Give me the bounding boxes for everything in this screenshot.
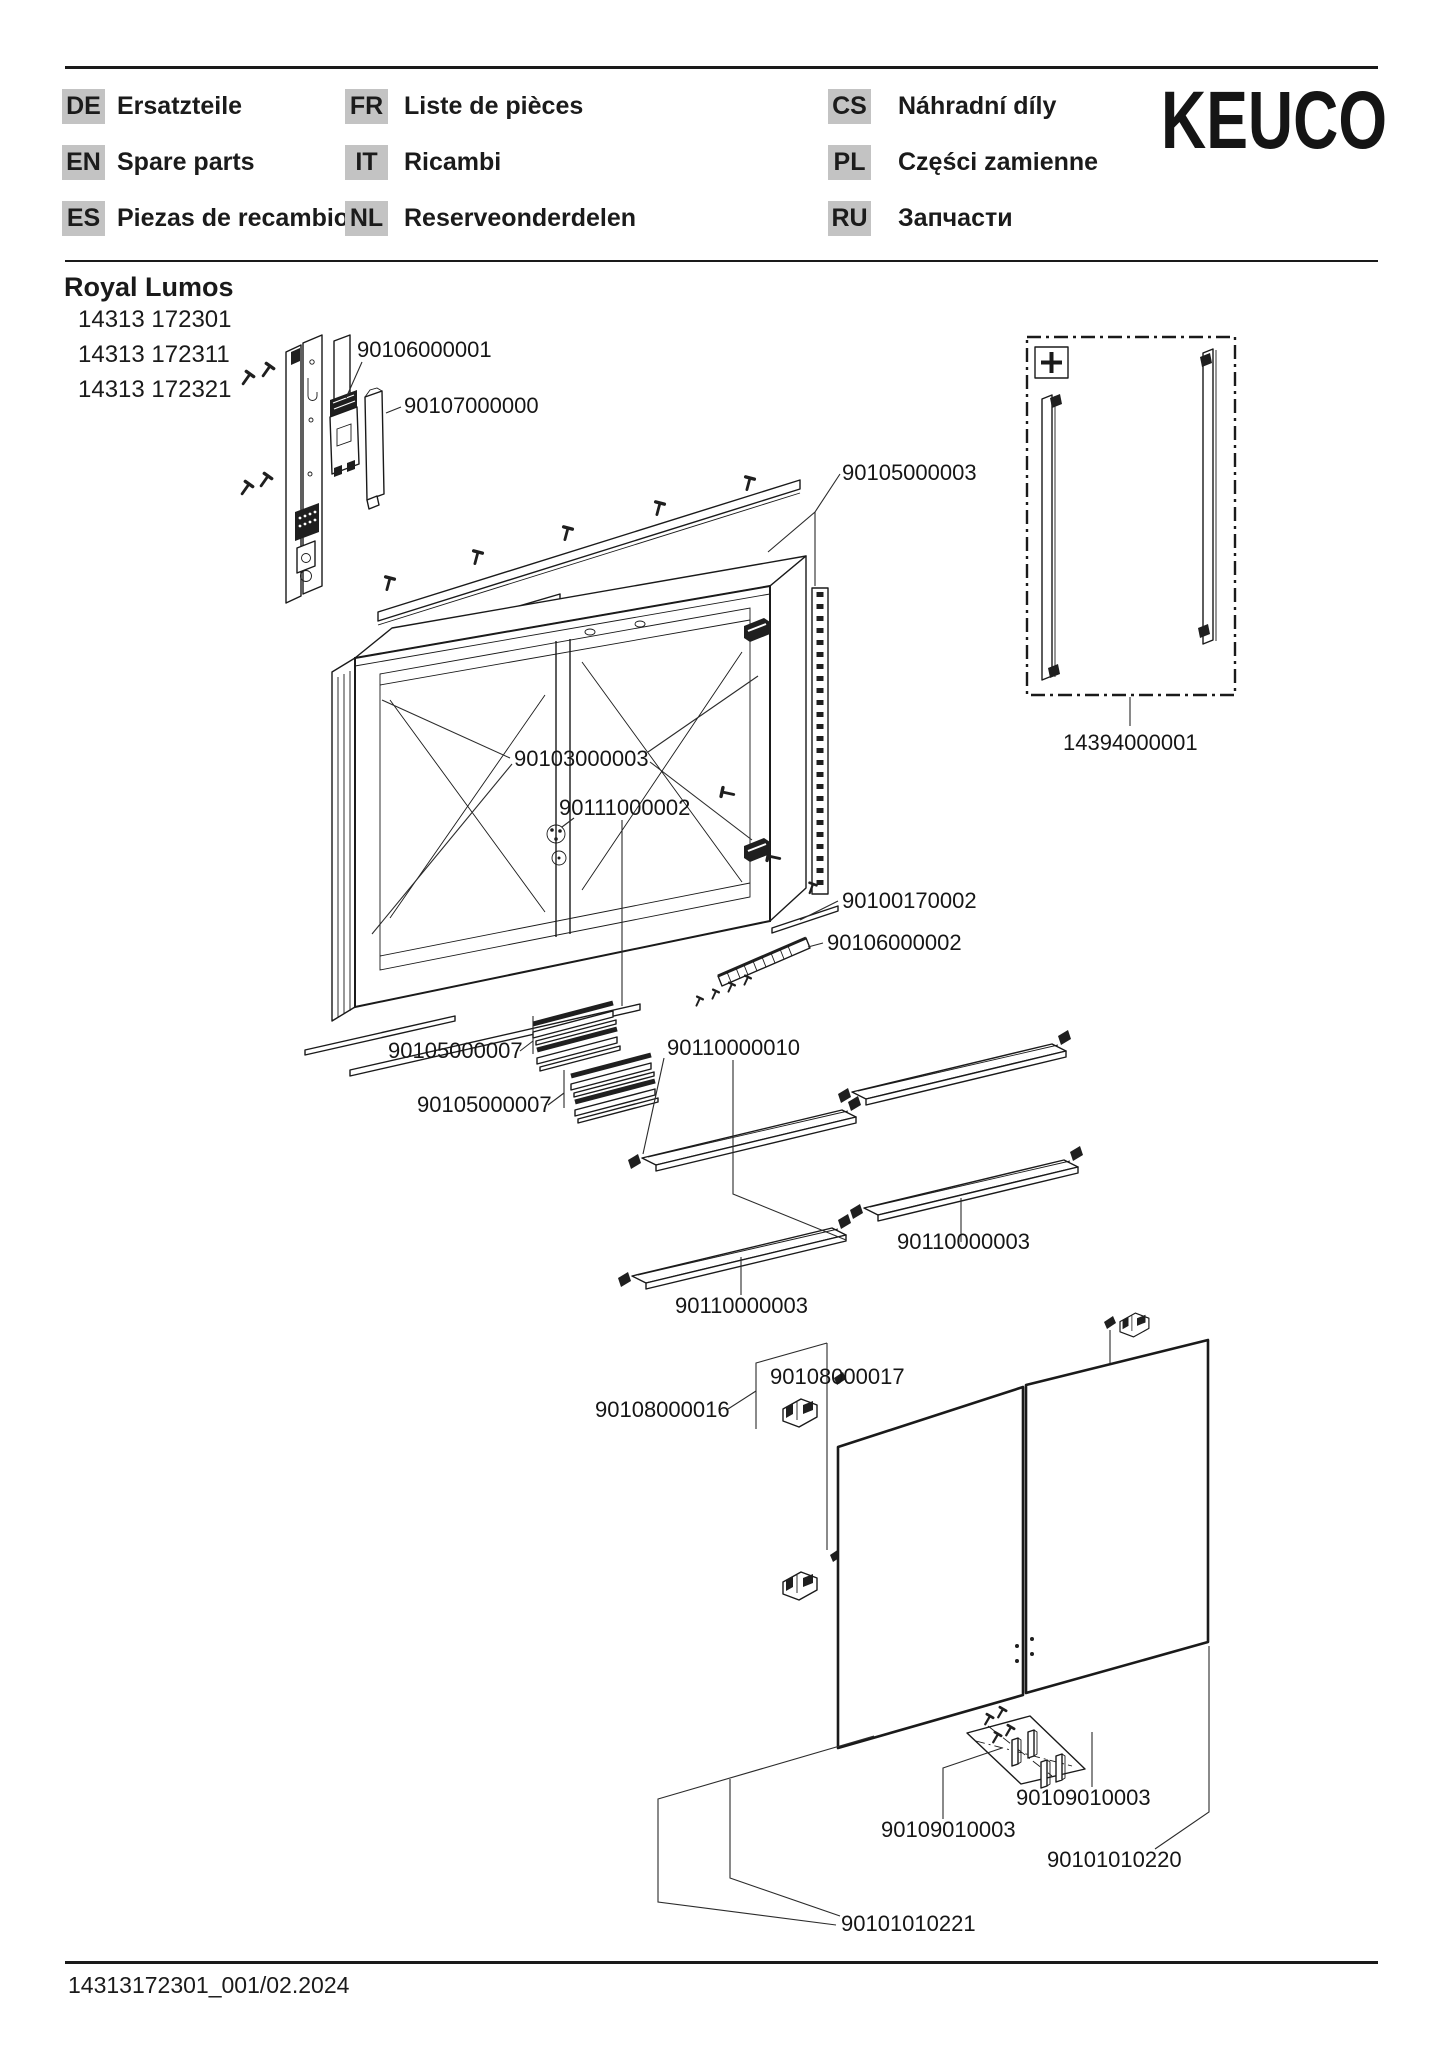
screw-icon [740, 475, 757, 493]
part-label-90109010003-b: 90109010003 [881, 1817, 1016, 1842]
glass-shelf [617, 1213, 852, 1290]
screw-icon [380, 575, 397, 593]
part-label-90100170002: 90100170002 [842, 888, 977, 913]
lang-code-badge: NL [345, 200, 388, 236]
language-item-fr: FR Liste de pièces [345, 88, 583, 124]
part-label-90106000001: 90106000001 [357, 337, 492, 362]
led-profile-strip [811, 587, 829, 895]
screw-icon [237, 369, 256, 389]
part-labels: 90106000001 90107000000 90105000003 1439… [357, 337, 1198, 1936]
lang-label: Ricambi [404, 147, 502, 176]
screw-icon [650, 500, 667, 518]
part-label-90110000003-b: 90110000003 [675, 1293, 808, 1318]
language-item-de: DE Ersatzteile [62, 88, 242, 124]
part-label-90108000017: 90108000017 [770, 1364, 905, 1389]
shelf-rail-icon [575, 1081, 658, 1123]
hinge-clamp-icon [782, 1398, 818, 1428]
screw-icon [993, 1705, 1008, 1721]
part-label-90109010003-a: 90109010003 [1016, 1785, 1151, 1810]
part-label-14394000001: 14394000001 [1063, 730, 1198, 755]
lang-code-badge: RU [828, 200, 871, 236]
part-label-90105000007-b: 90105000007 [417, 1092, 552, 1117]
plus-icon [1041, 352, 1062, 373]
part-label-90110000003-a: 90110000003 [897, 1229, 1030, 1254]
screw-icon [980, 1712, 995, 1728]
part-label-90105000003: 90105000003 [842, 460, 977, 485]
lang-code-badge: FR [345, 88, 388, 124]
screw-icon [692, 995, 705, 1009]
glass-shelf [837, 1029, 1072, 1106]
wedge-icon [1104, 1316, 1116, 1329]
lang-label: Ersatzteile [117, 91, 243, 120]
lang-code-badge: IT [345, 144, 388, 180]
keuco-logo: KEUCO [1161, 75, 1387, 166]
bottom-trim-strips [304, 1003, 641, 1077]
hinge-clamp-icon [1119, 1312, 1150, 1338]
lang-label: Części zamienne [898, 147, 1099, 176]
shelf-rail-set-2 [563, 1055, 658, 1123]
part-label-90106000002: 90106000002 [827, 930, 962, 955]
glass-shelf [627, 1095, 862, 1172]
lang-code-badge: DE [62, 88, 105, 124]
part-label-90110000010: 90110000010 [667, 1035, 800, 1060]
language-item-en: EN Spare parts [62, 144, 255, 180]
language-item-nl: NL Reserveonderdelen [345, 200, 636, 236]
part-label-90105000007-a: 90105000007 [388, 1038, 523, 1063]
language-item-ru: RU Запчасти [828, 200, 1013, 236]
screw-icon [558, 525, 575, 543]
part-label-90107000000: 90107000000 [404, 393, 539, 418]
model-number: 14313 172311 [78, 341, 230, 368]
mounting-plate [966, 1705, 1086, 1789]
lang-label: Piezas de recambio [117, 203, 350, 232]
wall-profile [236, 334, 323, 604]
mirror-doors [836, 1338, 1210, 1750]
model-number: 14313 172301 [78, 306, 232, 333]
hinge-clamps [755, 1312, 1150, 1601]
lang-label: Náhradní díly [898, 91, 1057, 120]
cover-strip [364, 387, 385, 510]
lang-label: Liste de pièces [404, 91, 584, 120]
door-right [1024, 1338, 1210, 1695]
lang-label: Reserveonderdelen [404, 203, 637, 232]
led-board-strip [692, 936, 811, 1009]
document-code: 14313172301_001/02.2024 [68, 1972, 350, 1998]
service-parts-box [1025, 335, 1237, 726]
part-label-90108000016: 90108000016 [595, 1397, 730, 1422]
screw-icon [468, 549, 485, 567]
lang-code-badge: PL [828, 144, 871, 180]
lang-code-badge: CS [828, 88, 871, 124]
screw-icon [236, 479, 255, 499]
language-item-pl: PL Części zamienne [828, 144, 1098, 180]
shelf-rail-set-1 [533, 1003, 620, 1071]
lang-label: Запчасти [898, 203, 1013, 232]
led-driver-unit [329, 334, 360, 477]
language-item-cs: CS Náhradní díly [828, 88, 1056, 124]
hinge-clamp-icon [782, 1571, 818, 1601]
language-item-es: ES Piezas de recambio [62, 200, 349, 236]
glass-shelf [849, 1145, 1084, 1222]
screw-icon [257, 361, 276, 381]
part-label-90111000002: 90111000002 [559, 795, 690, 820]
language-item-it: IT Ricambi [345, 144, 501, 180]
model-number: 14313 172321 [78, 376, 232, 403]
footer-rule [65, 1961, 1378, 1964]
screw-icon [255, 471, 274, 491]
leader-lines [345, 361, 1210, 1926]
bottom-cover-strip [771, 881, 839, 934]
lang-code-badge: ES [62, 200, 105, 236]
header-rule [65, 260, 1378, 262]
top-rule [65, 66, 1378, 69]
cabinet-body [331, 555, 807, 1022]
part-label-90103000003: 90103000003 [514, 746, 649, 771]
part-label-90101010220: 90101010220 [1047, 1847, 1182, 1872]
series-title: Royal Lumos [64, 272, 234, 302]
lang-code-badge: EN [62, 144, 105, 180]
part-label-90101010221: 90101010221 [841, 1911, 976, 1936]
door-left [836, 1385, 1025, 1750]
lang-label: Spare parts [117, 147, 255, 176]
screw-icon [708, 988, 721, 1002]
